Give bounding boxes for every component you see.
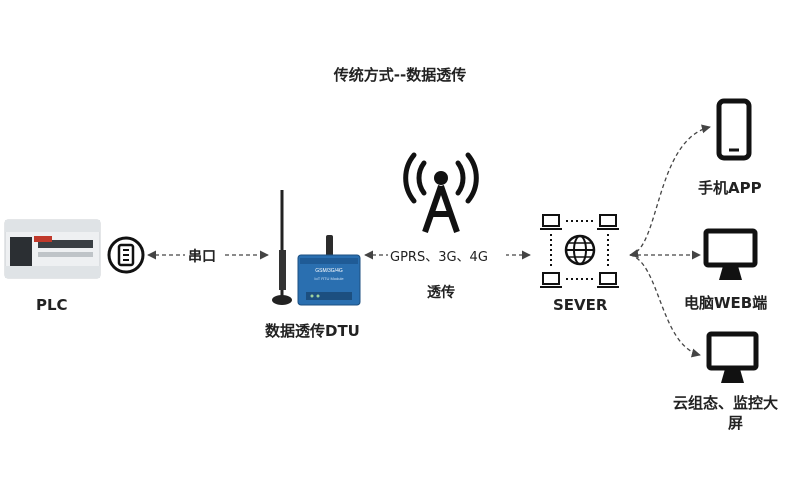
screen-label-line1: 云组态、监控大 <box>673 394 779 412</box>
plc-label: PLC <box>36 296 68 314</box>
link-to-phone <box>629 124 711 259</box>
server-network-icon <box>540 214 619 288</box>
page-title: 传统方式--数据透传 <box>333 66 467 84</box>
dtu-device: GSM/3G/4G IoT RTU Module <box>272 190 361 306</box>
monitor-icon <box>703 228 758 280</box>
serial-port-icon <box>107 236 145 274</box>
link-to-screen <box>629 254 701 358</box>
dtu-model-text: GSM/3G/4G <box>315 268 343 274</box>
pc-label: 电脑WEB端 <box>684 294 768 312</box>
phone-icon <box>716 98 752 161</box>
passthrough-label: 透传 <box>427 285 455 301</box>
antenna-tower-icon <box>403 152 479 233</box>
plc-device <box>4 219 101 279</box>
screen-label-line2: 屏 <box>728 414 744 432</box>
dtu-label: 数据透传DTU <box>265 322 360 340</box>
serial-label: 串口 <box>188 249 216 265</box>
network-label: GPRS、3G、4G <box>390 250 488 265</box>
large-screen-icon <box>706 331 759 383</box>
dtu-sub-text: IoT RTU Module <box>314 276 344 281</box>
server-label: SEVER <box>553 296 608 314</box>
phone-label: 手机APP <box>698 179 762 197</box>
